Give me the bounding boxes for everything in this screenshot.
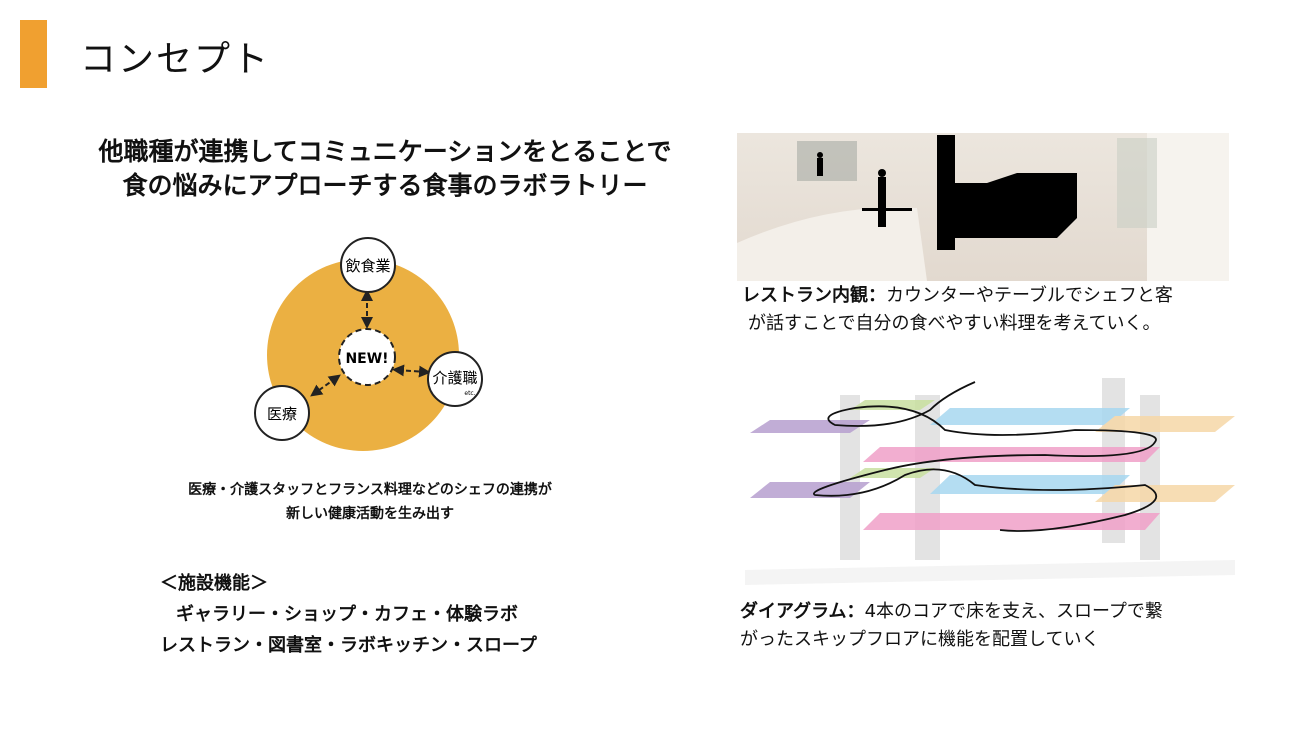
diagram-caption: 医療・介護スタッフとフランス料理などのシェフの連携が 新しい健康活動を生み出す [100,478,640,526]
facility-functions: ＜施設機能＞ ギャラリー・ショップ・カフェ・体験ラボ レストラン・図書室・ラボキ… [160,568,537,661]
node-care [427,351,483,407]
headline-line2: 食の悩みにアプローチする食事のラボラトリー [122,171,648,200]
diagram-description: ダイアグラム：4本のコアで床を支え、スロープで繋 がったスキップフロアに機能を配… [740,598,1163,654]
node-label: 医療 [267,405,297,423]
node-restaurant [340,237,396,293]
collaboration-diagram: NEW! 飲食業 介護職 etc. 医療 [254,237,483,451]
floor-plates [750,400,1235,530]
node-label: 介護職 [432,369,477,387]
facility-line1: ギャラリー・ショップ・カフェ・体験ラボ [176,604,518,625]
restaurant-text2: が話すことで自分の食べやすい料理を考えていく。 [748,313,1161,334]
page-title: コンセプト [80,39,271,80]
connector-arrows [310,289,431,397]
node-medical [254,385,310,441]
slope-path [813,381,1158,532]
node-etc: etc. [464,390,475,397]
restaurant-interior-photo [737,133,1229,281]
headline: 他職種が連携してコミュニケーションをとることで 食の悩みにアプローチする食事のラ… [40,135,730,203]
title-accent-bar [20,20,47,88]
facility-line2: レストラン・図書室・ラボキッチン・スロープ [160,635,537,656]
facility-heading: ＜施設機能＞ [160,573,268,594]
diagram-text2: がったスキップフロアに機能を配置していく [740,629,1100,650]
restaurant-label: レストラン内観： [742,285,886,306]
diagram-text1: 4本のコアで床を支え、スロープで繋 [864,601,1163,622]
caption-line2: 新しい健康活動を生み出す [286,506,454,522]
headline-line1: 他職種が連携してコミュニケーションをとることで [98,137,672,166]
center-circle [338,328,396,386]
restaurant-description: レストラン内観：カウンターやテーブルでシェフと客 が話すことで自分の食べやすい料… [742,282,1173,338]
diagram-label: ダイアグラム： [740,601,865,622]
skip-floor-diagram [745,378,1235,585]
node-label: 飲食業 [345,257,390,275]
center-label: NEW! [345,351,388,367]
restaurant-text1: カウンターやテーブルでシェフと客 [886,285,1173,306]
caption-line1: 医療・介護スタッフとフランス料理などのシェフの連携が [188,482,552,498]
